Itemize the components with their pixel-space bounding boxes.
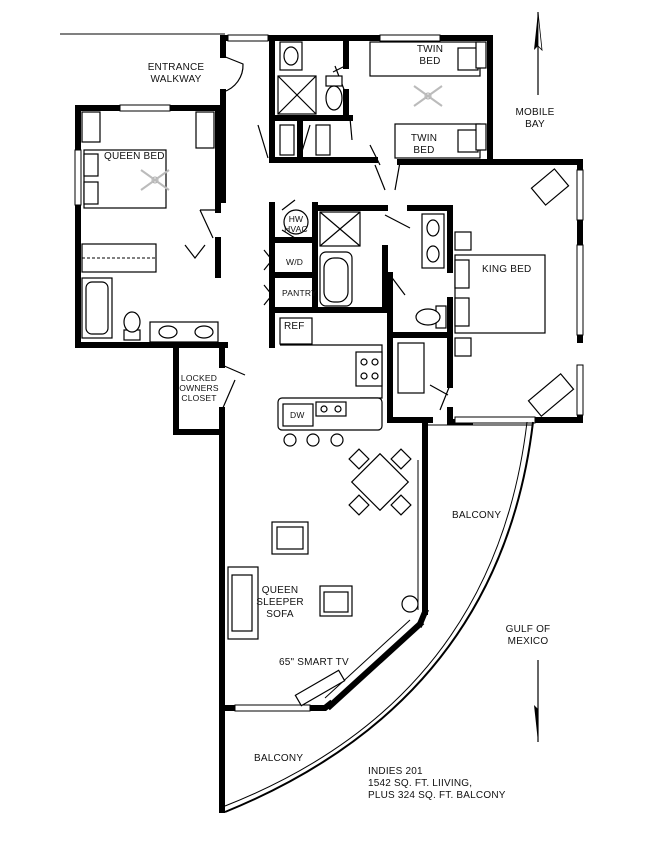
label-balcony-east: BALCONY (452, 510, 502, 521)
south-arrow-icon (534, 660, 539, 742)
label-twin-bed-1: TWIN BED (416, 44, 444, 67)
label-twin-bed-2: TWIN BED (410, 133, 438, 156)
label-ref: REF (284, 321, 305, 332)
windows (74, 34, 584, 712)
balcony-outline (224, 421, 534, 813)
label-pantry: PANTRY (282, 288, 317, 298)
dining-set (348, 448, 412, 516)
queen-bedroom-furniture (81, 111, 215, 273)
upper-bath-fixtures (277, 41, 343, 156)
label-gulf-of-mexico: GULF OF MEXICO (505, 624, 551, 647)
label-queen-bed: QUEEN BED (104, 151, 165, 162)
label-smart-tv: 65" SMART TV (279, 657, 349, 668)
doors (184, 55, 451, 411)
king-bedroom-furniture (454, 168, 575, 418)
label-locked-owners-closet: LOCKED OWNERS CLOSET (179, 373, 219, 403)
label-wd: W/D (286, 257, 304, 267)
interior-walls (269, 35, 493, 425)
label-hw-hvac: HW HVAC (284, 214, 308, 234)
living-furniture (227, 521, 419, 707)
utility-fixtures (283, 209, 447, 394)
label-mobile-bay: MOBILE BAY (515, 107, 555, 130)
kitchen (277, 317, 383, 447)
unit-info: INDIES 201 1542 SQ. FT. LIIVING, PLUS 32… (368, 766, 506, 801)
label-entrance-walkway: ENTRANCE WALKWAY (147, 62, 205, 85)
label-dw: DW (290, 410, 305, 420)
label-queen-sleeper-sofa: QUEEN SLEEPER SOFA (256, 585, 304, 620)
north-arrow-icon (534, 11, 543, 95)
label-balcony-south: BALCONY (254, 753, 304, 764)
label-king-bed: KING BED (482, 264, 532, 275)
twin-bedroom-furniture (369, 41, 487, 159)
lower-bath-fixtures (81, 277, 219, 343)
